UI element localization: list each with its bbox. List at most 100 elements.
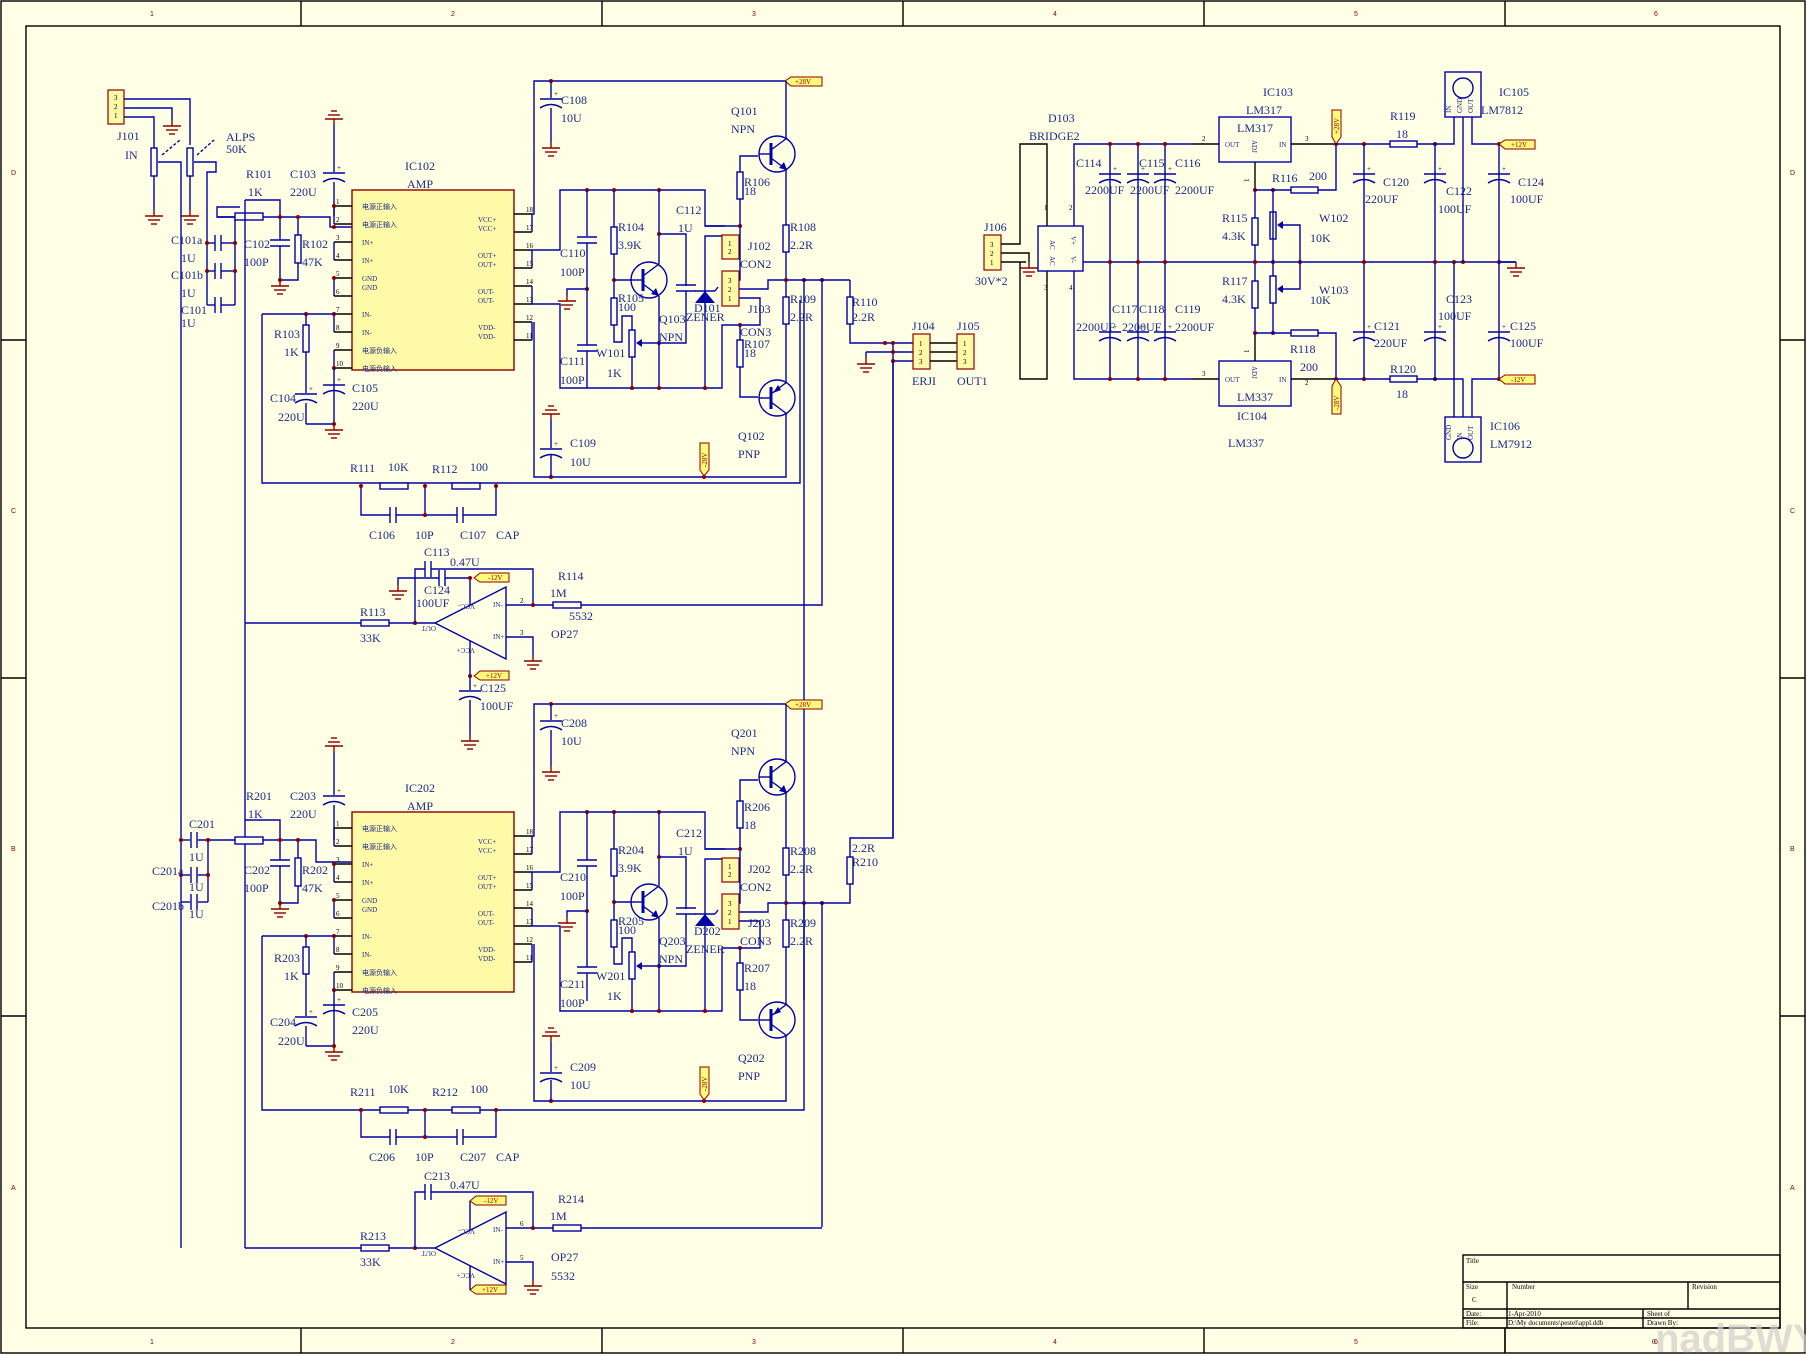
j103-value: CON3	[740, 325, 771, 339]
c205-value: 220U	[352, 1023, 379, 1037]
ic102-pinname-12: VDD-	[478, 324, 496, 332]
c119-value: 2200UF	[1175, 320, 1215, 334]
resistor-r103	[302, 324, 310, 353]
ic202-left-pins: 电源正输入 电源正输入 IN+ IN+ GND GND IN- IN- 电源负输…	[332, 820, 397, 995]
c213-ref: C213	[424, 1169, 450, 1183]
ic104-inner: LM337	[1237, 390, 1273, 404]
ic102-pin-5: 5	[336, 270, 340, 278]
op1-pin3: 3	[520, 629, 524, 637]
d101-value: ZENER	[686, 310, 725, 324]
ic202-pin-14: 14	[526, 900, 534, 908]
ic102-pin-11: 11	[526, 332, 533, 340]
ic102-pinname-10: 电源负输入	[362, 364, 397, 373]
ic104-pin-out-num: 3	[1202, 370, 1206, 378]
c112-ref: C112	[676, 203, 702, 217]
ic104-ref: IC104	[1237, 409, 1267, 423]
ic202-pinname-9: 电源负输入	[362, 968, 397, 977]
zone-row-d: D	[11, 170, 16, 177]
power-supply: 3 2 1 J106 30V*2 AC AC V+ V- 1 2 3 4 D10…	[975, 71, 1544, 463]
title-block: Title Size C Number Revision Date: 1-Apr…	[1462, 1254, 1806, 1354]
ic202-pinname-6: GND	[362, 906, 377, 914]
zone-col-3-bottom: 3	[752, 1339, 756, 1346]
ic202-pinname-13: OUT-	[478, 919, 495, 927]
net-tag-minus28v-ch2-text: -28V	[701, 1077, 709, 1091]
c116-ref: C116	[1175, 156, 1201, 170]
c106-value: 10P	[415, 528, 434, 542]
d103-pin-ac1: AC	[1048, 240, 1056, 250]
ic103-ref: IC103	[1263, 85, 1293, 99]
ic202-pinname-5: GND	[362, 897, 377, 905]
c123-value: 100UF	[1438, 309, 1472, 323]
j202-ref: J202	[748, 862, 771, 876]
d103-pin-vp: V+	[1069, 236, 1077, 245]
c111-ref: C111	[560, 354, 585, 368]
r111-value: 10K	[388, 460, 409, 474]
c211-value: 100P	[560, 996, 585, 1010]
r101-ref: R101	[246, 167, 272, 181]
r106-ref: R106	[744, 175, 770, 189]
r115-value: 4.3K	[1222, 229, 1246, 243]
ic202-value: AMP	[407, 799, 433, 813]
net-tag-minus12v-op1	[473, 572, 510, 583]
ic102-pin-12: 12	[526, 314, 534, 322]
ic106-pin-out: OUT	[1467, 425, 1475, 440]
ic102-pinname-11: VDD-	[478, 333, 496, 341]
resistor-r206	[736, 800, 744, 829]
zone-col-5-bottom: 5	[1354, 1339, 1358, 1346]
r213-value: 33K	[360, 1255, 381, 1269]
c207-ref: C207	[460, 1150, 486, 1164]
ic102-pinname-5: GND	[362, 275, 377, 283]
q102-value: PNP	[738, 447, 760, 461]
d103-pin-num-4: 4	[1069, 284, 1073, 292]
zone-row-b: B	[11, 846, 16, 853]
resistor-r111	[379, 482, 409, 490]
c110-value: 100P	[560, 265, 585, 279]
ic202-pin-7: 7	[336, 928, 340, 936]
c101b-value: 1U	[181, 286, 196, 300]
resistor-r113	[360, 619, 390, 627]
c110-ref: C110	[560, 246, 586, 260]
channel-1: R101 1K C102 100P R102 47K C103 220U IC1…	[217, 76, 893, 1248]
zone-col-6: 6	[1654, 11, 1658, 18]
net-tag-plus28v-ch2-text: +28V	[795, 701, 811, 709]
net-tag-minus28v-psu	[1331, 378, 1342, 415]
connector-j102	[721, 234, 740, 260]
c201a-value: 1U	[189, 880, 204, 894]
r107-value: 18	[744, 346, 756, 360]
net-tag-plus12v-op1-text: +12V	[486, 672, 502, 680]
d103-pin-ac2: AC	[1048, 256, 1056, 266]
j102-pin2: 2	[728, 248, 732, 256]
r120-ref: R120	[1390, 362, 1416, 376]
c204-ref: C204	[270, 1015, 296, 1029]
c118-ref: C118	[1139, 302, 1165, 316]
op2-pin-vm: VCC-	[458, 1227, 475, 1235]
j106-pin3: 3	[990, 241, 994, 249]
j203-pin1: 1	[728, 918, 732, 926]
net-tag-plus12v-psu	[1498, 139, 1536, 150]
resistor-r107	[736, 339, 744, 368]
j103-pin3: 3	[728, 277, 732, 285]
r119-ref: R119	[1390, 109, 1416, 123]
title-label: Title	[1466, 1257, 1479, 1265]
c202-value: 100P	[244, 881, 269, 895]
c202-ref: C202	[244, 863, 270, 877]
w102-value: 10K	[1310, 231, 1331, 245]
c117-value: 2200UF	[1076, 320, 1116, 334]
transistor-q202	[757, 1000, 797, 1040]
r102-ref: R102	[302, 237, 328, 251]
q202-ref: Q202	[738, 1051, 765, 1065]
transistor-q103	[629, 260, 669, 300]
ic202-pin-18: 18	[526, 828, 534, 836]
c102-ref: C102	[244, 237, 270, 251]
r204-ref: R204	[618, 843, 644, 857]
j101-value: IN	[125, 148, 138, 162]
r208-ref: R208	[790, 844, 816, 858]
ic202-pinname-10: 电源负输入	[362, 986, 397, 995]
r212-ref: R212	[432, 1085, 458, 1099]
c210-value: 100P	[560, 889, 585, 903]
c104-ref: C104	[270, 391, 296, 405]
net-tag-minus12v-psu-text: -12V	[1511, 376, 1525, 384]
r115-ref: R115	[1222, 211, 1248, 225]
ic202-pin-5: 5	[336, 892, 340, 900]
c203-value: 220U	[290, 807, 317, 821]
